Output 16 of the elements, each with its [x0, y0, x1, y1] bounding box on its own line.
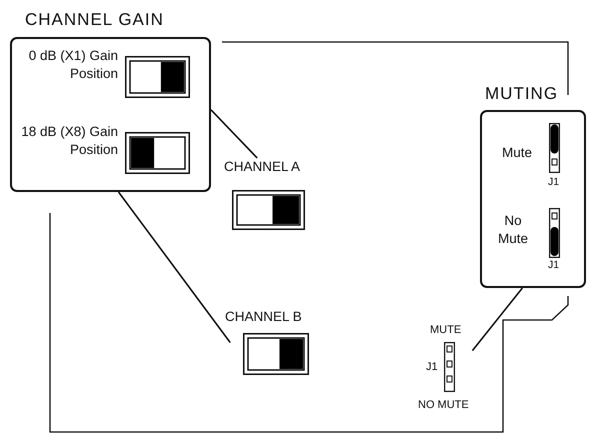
section-heading: MUTING: [485, 84, 558, 104]
section-heading: CHANNEL GAIN: [25, 10, 164, 30]
jumper-label: MUTE: [430, 323, 462, 338]
channel-label: CHANNEL A: [224, 158, 300, 176]
jumper-label: No Mute: [496, 212, 529, 248]
jumper-label: NO MUTE: [418, 398, 469, 412]
switch-label: 18 dB (X8) Gain Position: [20, 123, 118, 158]
jumper-label: Mute: [502, 144, 532, 162]
leader-line: [118, 192, 231, 343]
switch-label: 0 dB (X1) Gain Position: [28, 47, 118, 82]
leader-line: [472, 288, 524, 352]
jumper-label: J1: [548, 176, 560, 190]
jumper-label: J1: [426, 360, 438, 374]
leader-line: [210, 109, 258, 159]
jumper-label: J1: [548, 259, 560, 273]
channel-label: CHANNEL B: [225, 308, 302, 326]
